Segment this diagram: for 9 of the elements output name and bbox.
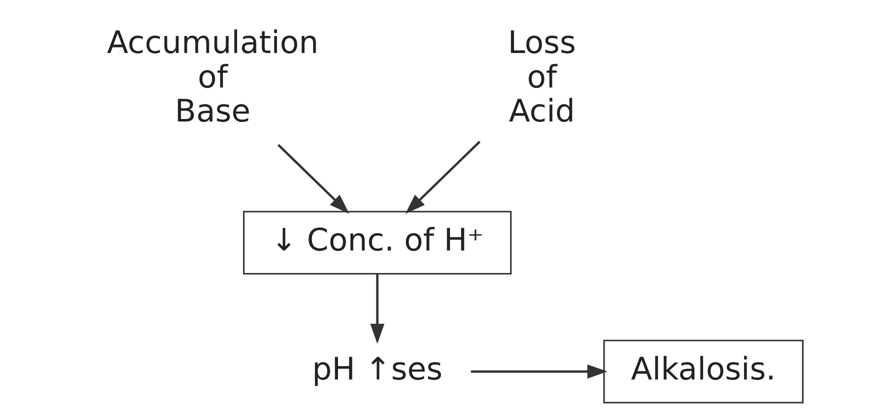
node-text: pH ↑ses [312,351,442,388]
node-box: ↓ Conc. of H⁺ [242,210,512,274]
arrow [470,364,608,379]
node-text: Accumulation of Base [106,25,318,130]
arrow [276,144,349,214]
arrow [370,274,384,344]
node-text: Loss of Acid [507,25,576,130]
node-box: Alkalosis. [602,340,804,404]
arrow [404,140,480,214]
